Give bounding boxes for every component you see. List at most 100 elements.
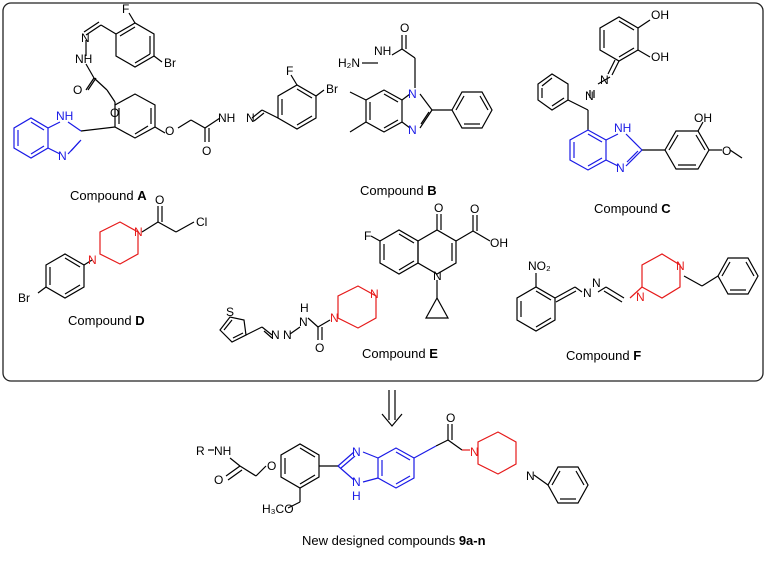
compound-c-structure (537, 16, 743, 170)
atom-d-o: O (155, 193, 164, 207)
atom-a-hnn: NH (218, 111, 235, 125)
caption-a-letter: A (137, 188, 147, 203)
compound-b-structure (349, 35, 493, 133)
atom-t-n-imidazole-h: N (352, 475, 361, 489)
atom-b-h2n: H₂N (338, 56, 360, 70)
atom-b-n3: N (408, 123, 417, 137)
atom-d-n-acyl: N (134, 225, 143, 239)
compound-e-structure (219, 214, 491, 343)
atom-e-oh: OH (490, 236, 508, 250)
caption-compound-a: Compound A (70, 188, 147, 203)
atom-c-oh-ring: OH (694, 111, 712, 125)
compound-e-piperazine (337, 285, 377, 329)
atom-e-n-ring: N (433, 269, 442, 283)
atom-f-n-benzyl: N (676, 259, 685, 273)
compound-d-piperazine (99, 221, 139, 265)
atom-e-o-urea: O (315, 341, 324, 355)
atom-t-n-acyl: N (470, 445, 479, 459)
atom-t-n-imidazole: N (352, 445, 361, 459)
atom-b-nh: NH (374, 44, 391, 58)
atom-e-n-quin: N (370, 287, 379, 301)
caption-f-letter: F (633, 348, 641, 363)
atom-a-f-right: F (286, 64, 293, 78)
atom-a-nh-top: NH (75, 52, 92, 66)
caption-f-prefix: Compound (566, 348, 633, 363)
compound-f-structure (516, 257, 759, 332)
atom-a-br-top: Br (164, 56, 176, 70)
atom-labels-black-2: N (526, 469, 535, 483)
atom-e-s: S (226, 305, 234, 319)
caption-b-prefix: Compound (360, 183, 427, 198)
compound-a-benzimidazole (13, 117, 82, 159)
caption-target-prefix: New designed compounds (302, 533, 459, 548)
atom-c-oh-mid: OH (651, 50, 669, 64)
atom-a-o-carbonyl-right: O (202, 144, 211, 158)
caption-a-prefix: Compound (70, 188, 137, 203)
caption-compound-e: Compound E (362, 346, 438, 361)
atom-e-h: H (300, 301, 309, 315)
atom-labels-blue: NH N N N NH N N N H (56, 87, 631, 503)
atom-a-o-carbonyl-top: O (73, 83, 82, 97)
atom-f-n2: N (592, 276, 601, 290)
atom-t-o-carbonyl: O (446, 411, 455, 425)
caption-e-letter: E (429, 346, 438, 361)
atom-a-nh-imidazole: NH (56, 109, 73, 123)
atom-t-n-aryl: N (526, 469, 535, 483)
compound-c-benzimidazole (569, 129, 643, 171)
atom-t-o-amide: O (214, 473, 223, 487)
atom-c-oh-top: OH (651, 8, 669, 22)
target-piperazine (462, 431, 517, 475)
atom-e-n1: N (271, 328, 280, 342)
caption-c-prefix: Compound (594, 201, 661, 216)
atom-e-n2: N (283, 328, 292, 342)
caption-target-letter: 9a-n (459, 533, 486, 548)
atom-a-br-right: Br (326, 82, 338, 96)
compound-a-structure (80, 12, 325, 142)
atom-b-n1: N (408, 87, 417, 101)
atom-f-n1: N (583, 286, 592, 300)
compound-d-structure (37, 206, 195, 299)
atom-e-o-keto: O (434, 201, 443, 215)
target-benzimidazole (337, 445, 437, 489)
compound-f-piperazine (629, 253, 681, 299)
atom-a-o-ether-right: O (165, 124, 174, 138)
atom-labels-red: N N N N N N N (88, 225, 685, 459)
caption-compound-d: Compound D (68, 313, 145, 328)
atom-e-f: F (364, 229, 371, 243)
atom-e-n-urea: N (330, 311, 339, 325)
atom-a-n-right: N (246, 111, 255, 125)
caption-compound-c: Compound C (594, 201, 671, 216)
caption-d-prefix: Compound (68, 313, 135, 328)
caption-c-letter: C (661, 201, 671, 216)
atom-a-n-top: N (81, 31, 90, 45)
atom-c-n1: N (600, 73, 609, 87)
atom-c-n2: N (585, 89, 594, 103)
caption-e-prefix: Compound (362, 346, 429, 361)
atom-c-n-imidazole: N (616, 161, 625, 175)
caption-target: New designed compounds 9a-n (302, 533, 486, 548)
atom-d-br: Br (18, 291, 30, 305)
caption-compound-f: Compound F (566, 348, 641, 363)
atom-b-o: O (400, 21, 409, 35)
captions: Compound A Compound B Compound C Compoun… (68, 183, 671, 548)
atom-a-n-imidazole: N (58, 149, 67, 163)
atom-c-o-methoxy: O (722, 144, 731, 158)
atom-t-h-imidazole: H (352, 489, 361, 503)
atom-e-o-acid: O (470, 202, 479, 216)
atom-d-n-aryl: N (88, 253, 97, 267)
target-structure (208, 424, 589, 509)
atom-e-n3: N (299, 315, 308, 329)
caption-b-letter: B (427, 183, 436, 198)
atom-t-o-ether: O (267, 459, 276, 473)
retrosynthesis-arrow (381, 390, 403, 427)
atom-t-nh: NH (214, 444, 231, 458)
atom-t-h3co: H₃CO (262, 502, 294, 516)
atom-c-nh-imidazole: NH (614, 121, 631, 135)
atom-a-o-ether-top: O (110, 106, 119, 120)
caption-compound-b: Compound B (360, 183, 437, 198)
caption-d-letter: D (135, 313, 144, 328)
atom-f-no2: NO₂ (528, 259, 551, 273)
atom-labels-black: F Br N NH O O O O NH N F Br H₂N NH O OH … (18, 2, 731, 516)
atom-a-f-top: F (122, 2, 129, 16)
